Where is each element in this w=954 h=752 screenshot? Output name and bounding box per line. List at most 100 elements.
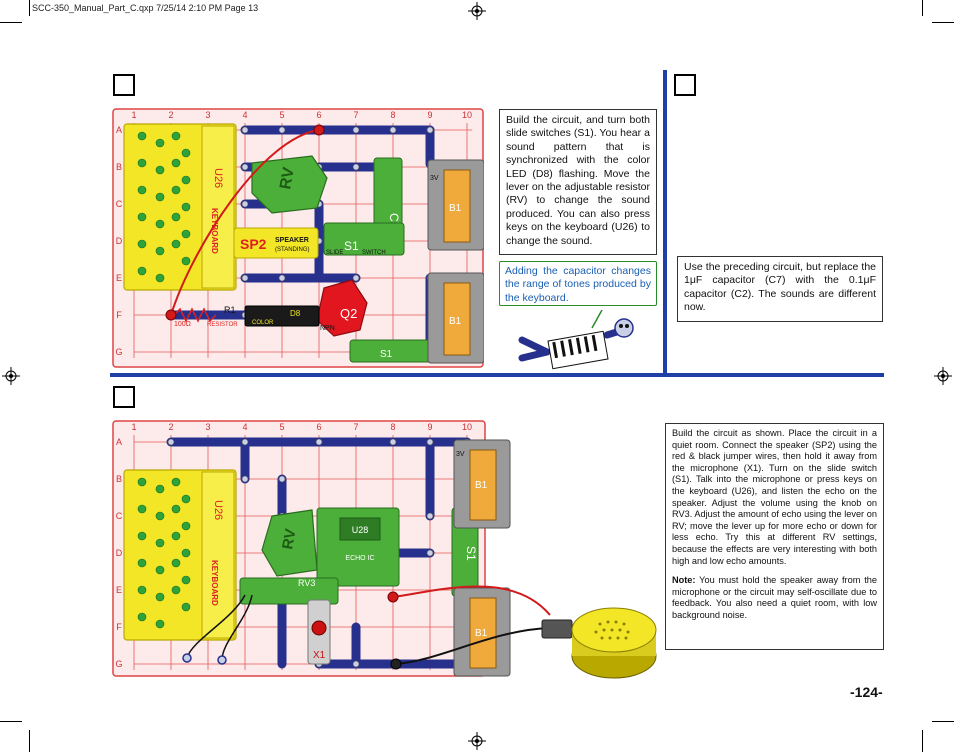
row-label: E [116, 273, 122, 283]
project-number-box-3 [113, 386, 135, 408]
project-description-top-left: Build the circuit, and turn both slide s… [499, 109, 657, 255]
sp2-label: SP2 [240, 236, 267, 252]
col-label: 2 [168, 422, 173, 432]
col-label: 10 [462, 422, 472, 432]
col-label: 8 [390, 110, 395, 120]
resistor-label: RESISTOR [207, 322, 238, 328]
registration-mark-right-icon [934, 367, 952, 385]
row-label: B [116, 474, 122, 484]
slide-switch-s1-bottom [349, 339, 437, 363]
col-label: 3 [205, 422, 210, 432]
u26-label-bottom: U26 [212, 500, 224, 520]
keyboard-panel-bottom [201, 471, 235, 639]
speaker-sp2-icon [541, 607, 657, 679]
row-label: F [116, 310, 122, 320]
b1-label-upper: B1 [475, 480, 488, 491]
b1-label-lower: B1 [475, 628, 488, 639]
row-label: D [116, 548, 123, 558]
battery-cells-upper [469, 449, 497, 521]
registration-mark-top-icon [468, 2, 486, 20]
q2-label: Q2 [340, 306, 357, 321]
slide-switch-s1-top [323, 222, 405, 256]
standing-label: (STANDING) [275, 247, 310, 253]
row-label: A [116, 125, 122, 135]
page-number: -124- [850, 684, 883, 700]
jumper-end [313, 124, 325, 136]
keyboard-panel [201, 125, 235, 289]
crop-mark-top-left-h [0, 22, 22, 23]
microphone-element [311, 620, 327, 636]
row-label: B [116, 162, 122, 172]
col-label: 9 [427, 110, 432, 120]
col-label: 8 [390, 422, 395, 432]
file-header: SCC-350_Manual_Part_C.qxp 7/25/14 2:10 P… [32, 3, 259, 13]
col-label: 7 [353, 110, 358, 120]
keyboard-mascot-icon [518, 310, 634, 370]
slide-label: SLIDE [326, 250, 343, 256]
bottom-instructions: Build the circuit as shown. Place the ci… [672, 428, 877, 566]
adjustable-resistor-rv-bottom [261, 509, 318, 577]
col-label: 1 [131, 422, 136, 432]
crop-mark-bottom-right-v [922, 730, 923, 752]
red-jumper-end [387, 591, 399, 603]
s1-bottom-label: S1 [380, 349, 393, 360]
volt-label-top: 3V [430, 175, 439, 182]
row-label: F [116, 622, 122, 632]
col-label: 6 [316, 422, 321, 432]
battery-cells-top [443, 169, 471, 243]
rv-label-bottom: RV [279, 527, 299, 550]
s1-label: S1 [344, 239, 359, 253]
echo-ic-chip [339, 517, 381, 541]
row-label: C [116, 199, 123, 209]
registration-mark-bottom-icon [468, 732, 486, 750]
keyboard-jumper-end [217, 655, 227, 665]
row-label: A [116, 437, 122, 447]
x1-label: X1 [313, 650, 326, 661]
col-label: 4 [242, 422, 247, 432]
black-jumper-end [390, 658, 402, 670]
ohm-label: 100Ω [174, 321, 191, 328]
project-number-box-1 [113, 74, 135, 96]
col-label: 5 [279, 422, 284, 432]
black-jumper-wire [395, 627, 551, 665]
col-label: 5 [279, 110, 284, 120]
col-label: 1 [131, 110, 136, 120]
battery-cells-lower [469, 597, 497, 669]
d8-label: D8 [290, 309, 301, 318]
s1-label-bottom: S1 [464, 546, 478, 561]
battery-cells-bottom [443, 282, 471, 356]
col-label: 6 [316, 110, 321, 120]
speaker-label: SPEAKER [275, 237, 309, 244]
row-label: C [116, 511, 123, 521]
keyboard-jumper-wire [221, 594, 253, 661]
b1-label-bottom: B1 [449, 316, 462, 327]
r1-label: R1 [224, 305, 236, 315]
note-text: You must hold the speaker away from the … [672, 575, 877, 620]
row-label: G [115, 347, 122, 357]
keyboard-label-bottom: KEYBOARD [210, 560, 219, 606]
col-label: 4 [242, 110, 247, 120]
jumper-end [165, 309, 177, 321]
red-jumper-wire [170, 129, 320, 316]
resistor-r1 [173, 307, 217, 323]
adjustable-resistor-rv [251, 155, 328, 214]
crop-mark-bottom-left-h [0, 721, 22, 722]
project-description-bottom: Build the circuit as shown. Place the ci… [665, 423, 884, 650]
led-d8 [244, 305, 320, 327]
vertical-divider [663, 70, 667, 375]
col-label: 3 [205, 110, 210, 120]
volume-control-rv3 [239, 577, 339, 605]
switch-label: SWITCH [362, 250, 386, 256]
rv-label: RV [277, 166, 298, 191]
row-label: D [116, 236, 123, 246]
red-jumper-wire-bottom [392, 585, 551, 616]
u28-label: U28 [352, 525, 369, 535]
horizontal-divider [110, 373, 884, 377]
circuit-diagram-bottom: 1 2 3 4 5 6 7 8 9 10 A B C D E F G U26 K… [112, 420, 551, 677]
npn-label: NPN [320, 325, 335, 332]
rv3-label: RV3 [298, 578, 315, 588]
b1-label-top: B1 [449, 203, 462, 214]
col-label: 2 [168, 110, 173, 120]
row-label: E [116, 585, 122, 595]
echo-ic-label: ECHO IC [345, 555, 374, 562]
